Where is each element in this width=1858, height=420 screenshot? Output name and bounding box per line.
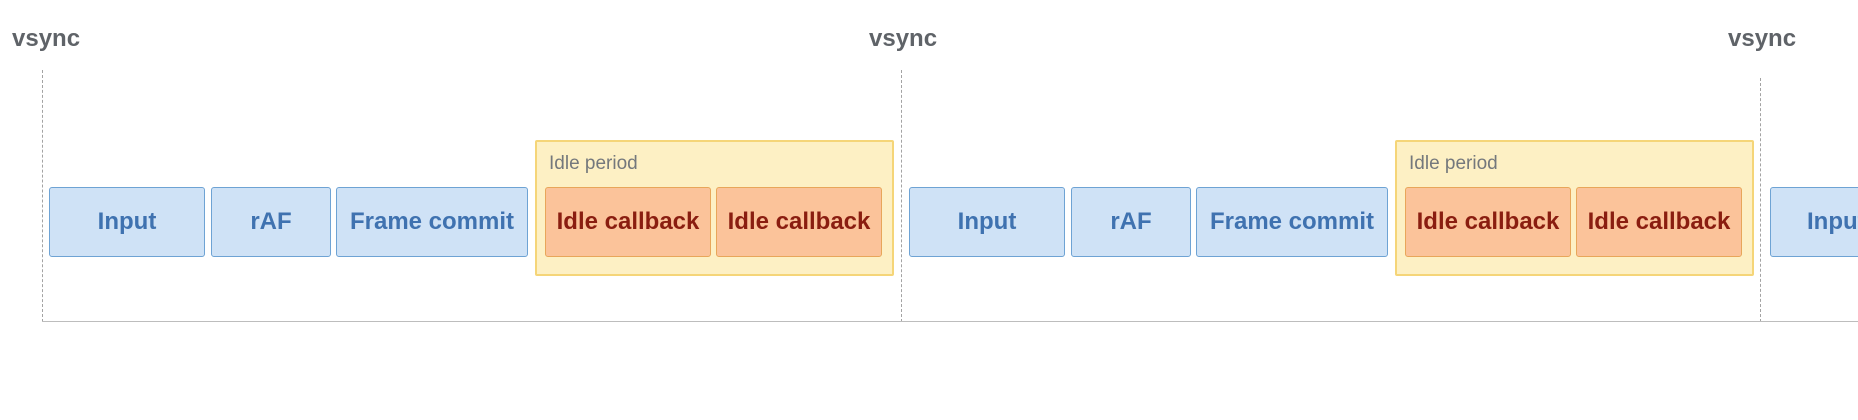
vsync-label: vsync bbox=[1728, 25, 1797, 52]
timeline-axis bbox=[42, 321, 1858, 322]
idle-period-label: Idle period bbox=[1409, 153, 1498, 174]
idle-callback: Idle callback bbox=[545, 187, 711, 257]
task-frame-commit: Frame commit bbox=[336, 187, 528, 257]
vsync-line bbox=[1760, 78, 1761, 322]
task-raf: rAF bbox=[211, 187, 331, 257]
vsync-label: vsync bbox=[12, 25, 81, 52]
task-frame-commit: Frame commit bbox=[1196, 187, 1388, 257]
task-input: Input bbox=[1770, 187, 1858, 257]
vsync-label: vsync bbox=[869, 25, 938, 52]
task-input: Input bbox=[49, 187, 205, 257]
task-raf: rAF bbox=[1071, 187, 1191, 257]
idle-callback: Idle callback bbox=[1576, 187, 1742, 257]
task-input: Input bbox=[909, 187, 1065, 257]
idle-callback: Idle callback bbox=[1405, 187, 1571, 257]
vsync-line bbox=[901, 70, 902, 322]
vsync-line bbox=[42, 70, 43, 322]
idle-period-label: Idle period bbox=[549, 153, 638, 174]
idle-callback: Idle callback bbox=[716, 187, 882, 257]
